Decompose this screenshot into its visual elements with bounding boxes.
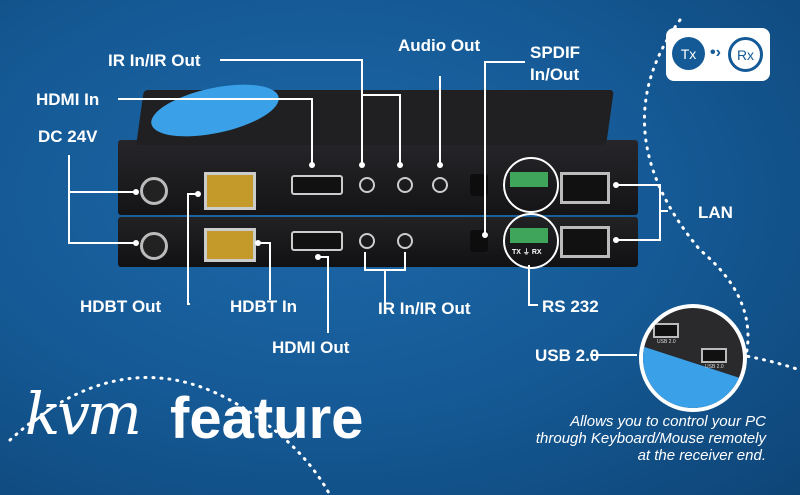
headline-bold: feature bbox=[170, 386, 364, 451]
description-line-2: through Keyboard/Mouse remotely bbox=[535, 430, 766, 447]
ir-out-jack-rx bbox=[397, 233, 413, 249]
dc-port bbox=[140, 177, 168, 205]
lan-port bbox=[560, 172, 610, 204]
hdmi-in-port bbox=[291, 175, 343, 195]
rx-circle: Rx bbox=[728, 37, 763, 72]
ir-in-jack bbox=[359, 177, 375, 193]
hdbt-in-port bbox=[204, 228, 256, 262]
hdbt-out-port bbox=[204, 172, 256, 210]
tx-rx-badge: Tx •› Rx bbox=[666, 28, 770, 81]
rs232-terminal bbox=[503, 157, 559, 213]
label-hdbt-in: HDBT In bbox=[230, 297, 298, 316]
label-rs232: RS 232 bbox=[542, 297, 599, 316]
label-hdmi-out: HDMI Out bbox=[272, 338, 350, 357]
usb-port-label-2: USB 2.0 bbox=[705, 364, 724, 370]
lan-port-rx bbox=[560, 226, 610, 258]
ir-out-jack bbox=[397, 177, 413, 193]
usb-port-1 bbox=[653, 323, 679, 338]
usb-accent bbox=[643, 345, 743, 408]
rs232-block bbox=[510, 172, 548, 187]
spdif-port bbox=[470, 174, 488, 196]
label-dc-24v: DC 24V bbox=[38, 127, 98, 146]
label-lan: LAN bbox=[698, 203, 733, 222]
arrow-icon: •› bbox=[710, 44, 721, 61]
label-spdif-line1: SPDIF bbox=[530, 43, 581, 62]
usb-zoom-circle: USB 2.0 USB 2.0 bbox=[639, 304, 747, 412]
audio-out-jack bbox=[432, 177, 448, 193]
description-line-1: Allows you to control your PC bbox=[570, 413, 766, 430]
hdmi-out-port bbox=[291, 231, 343, 251]
label-spdif: SPDIF In/Out bbox=[530, 42, 580, 86]
usb-port-2 bbox=[701, 348, 727, 363]
rs232-block-rx bbox=[510, 228, 548, 243]
label-hdmi-in: HDMI In bbox=[36, 90, 100, 109]
description-line-3: at the receiver end. bbox=[637, 447, 766, 464]
label-usb: USB 2.0 bbox=[535, 346, 600, 365]
terminal-label: TX ⏚ RX bbox=[512, 249, 542, 256]
usb-port-label-1: USB 2.0 bbox=[657, 339, 676, 345]
rs232-terminal-rx bbox=[503, 213, 559, 269]
label-ir-in-out-top: IR In/IR Out bbox=[108, 51, 201, 70]
label-audio-out: Audio Out bbox=[398, 36, 481, 55]
tx-circle: Tx bbox=[672, 37, 705, 70]
headline-script: kvm bbox=[25, 380, 142, 448]
dc-port-rx bbox=[140, 232, 168, 260]
label-ir-in-out-bottom: IR In/IR Out bbox=[378, 299, 471, 318]
label-spdif-line2: In/Out bbox=[530, 65, 580, 84]
ir-in-jack-rx bbox=[359, 233, 375, 249]
description: Allows you to control your PC through Ke… bbox=[536, 413, 766, 464]
label-hdbt-out: HDBT Out bbox=[80, 297, 162, 316]
